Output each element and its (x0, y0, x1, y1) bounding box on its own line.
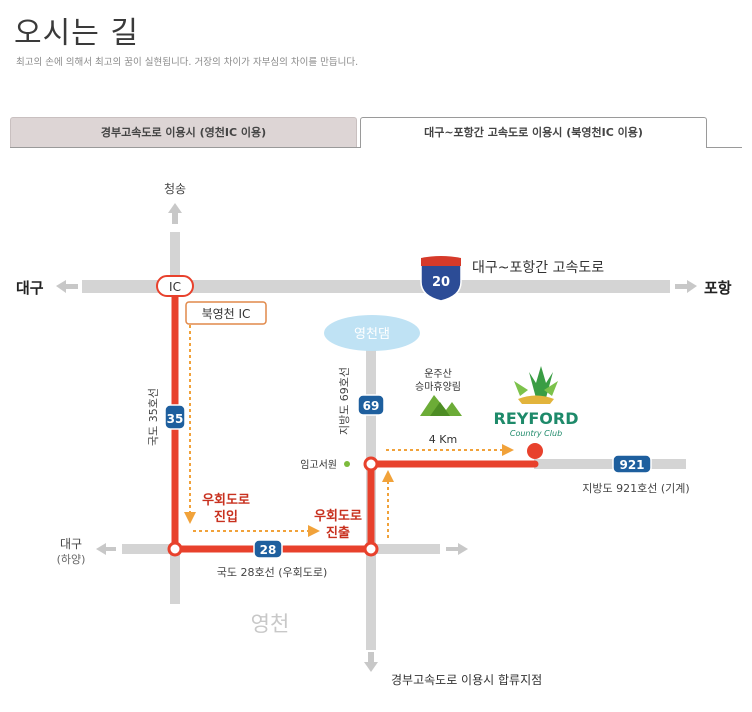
label-school: 임고서원 (300, 458, 337, 471)
road-28-west (122, 544, 174, 554)
highway-20-shield-icon (420, 255, 462, 302)
label-north: 청송 (164, 182, 186, 196)
road-35-shield-icon (164, 404, 186, 430)
junction-35-28 (167, 541, 183, 557)
road-35-south (170, 552, 180, 604)
road-35-north (170, 232, 180, 284)
label-southwest: 대구 (60, 537, 82, 551)
dam-ellipse (324, 315, 420, 351)
road-35-label: 국도 35호선 (147, 388, 160, 446)
label-city: 영천 (251, 612, 290, 636)
page-subtitle: 최고의 손에 의해서 최고의 꿈이 실현됩니다. 거장의 차이가 자부심의 차이… (16, 57, 359, 68)
arrow-north-icon (168, 203, 182, 224)
logo-name: REYFORD (494, 409, 579, 428)
arrow-east-28-icon (446, 543, 468, 555)
ic-marker (156, 275, 194, 297)
bypass-out-line1: 우회도로 (314, 508, 362, 524)
label-forest: 운주산 (424, 368, 452, 380)
label-forest-sub: 승마휴양림 (415, 381, 461, 393)
bypass-out-line2: 진출 (326, 525, 350, 541)
ic-callout (185, 301, 267, 325)
page-title: 오시는 길 (14, 16, 139, 51)
ic-marker-label: IC (169, 280, 181, 294)
logo-sub: Country Club (510, 429, 562, 438)
dashed-guides (184, 325, 514, 538)
label-south-exit: 경부고속도로 이용시 합류지점 (391, 673, 542, 687)
road-69-number: 69 (363, 399, 380, 413)
arrow-southwest-icon (96, 543, 116, 555)
school-dot-icon (344, 461, 350, 467)
road-28-east (372, 544, 440, 554)
road-921-label: 지방도 921호선 (기계) (582, 482, 689, 495)
label-dam: 영천댐 (354, 327, 390, 342)
road-69-label: 지방도 69호선 (338, 367, 351, 435)
label-west: 대구 (16, 279, 44, 297)
arrow-east-icon (675, 280, 697, 293)
road-28-number: 28 (260, 543, 277, 557)
reyford-logo-icon (514, 366, 558, 404)
road-35-number: 35 (167, 412, 184, 426)
road-921 (534, 459, 686, 469)
junctions (167, 456, 379, 557)
road-highway (82, 280, 670, 293)
highway-shield-number: 20 (432, 275, 450, 290)
junction-69-28 (363, 541, 379, 557)
bypass-in-line1: 우회도로 (202, 492, 250, 508)
distance-label: 4 Km (429, 433, 457, 446)
ic-callout-label: 북영천 IC (202, 306, 251, 321)
road-69-shield-icon (357, 394, 385, 416)
route-tabs: 경부고속도로 이용시 (영천IC 이용) 대구~포항간 고속도로 이용시 (북영… (10, 117, 742, 149)
junction-69-921 (363, 456, 379, 472)
road-921-number: 921 (619, 458, 644, 472)
direction-arrows (56, 203, 697, 672)
highway-name: 대구~포항간 고속도로 (472, 260, 604, 276)
arrow-south-icon (364, 652, 378, 672)
mountain-icon (420, 395, 462, 416)
tab-daegu-pohang[interactable]: 대구~포항간 고속도로 이용시 (북영천IC 이용) (360, 117, 707, 148)
label-east: 포항 (704, 279, 732, 297)
arrow-west-icon (56, 280, 78, 293)
road-28-shield-icon (253, 539, 283, 559)
label-southwest-sub: (하양) (57, 552, 86, 566)
tab-gyeongbu[interactable]: 경부고속도로 이용시 (영천IC 이용) (10, 117, 357, 147)
bypass-in-line2: 진입 (214, 509, 238, 525)
road-921-shield-icon (612, 454, 652, 474)
destination-marker (527, 443, 543, 459)
road-28-label: 국도 28호선 (우회도로) (217, 566, 328, 579)
